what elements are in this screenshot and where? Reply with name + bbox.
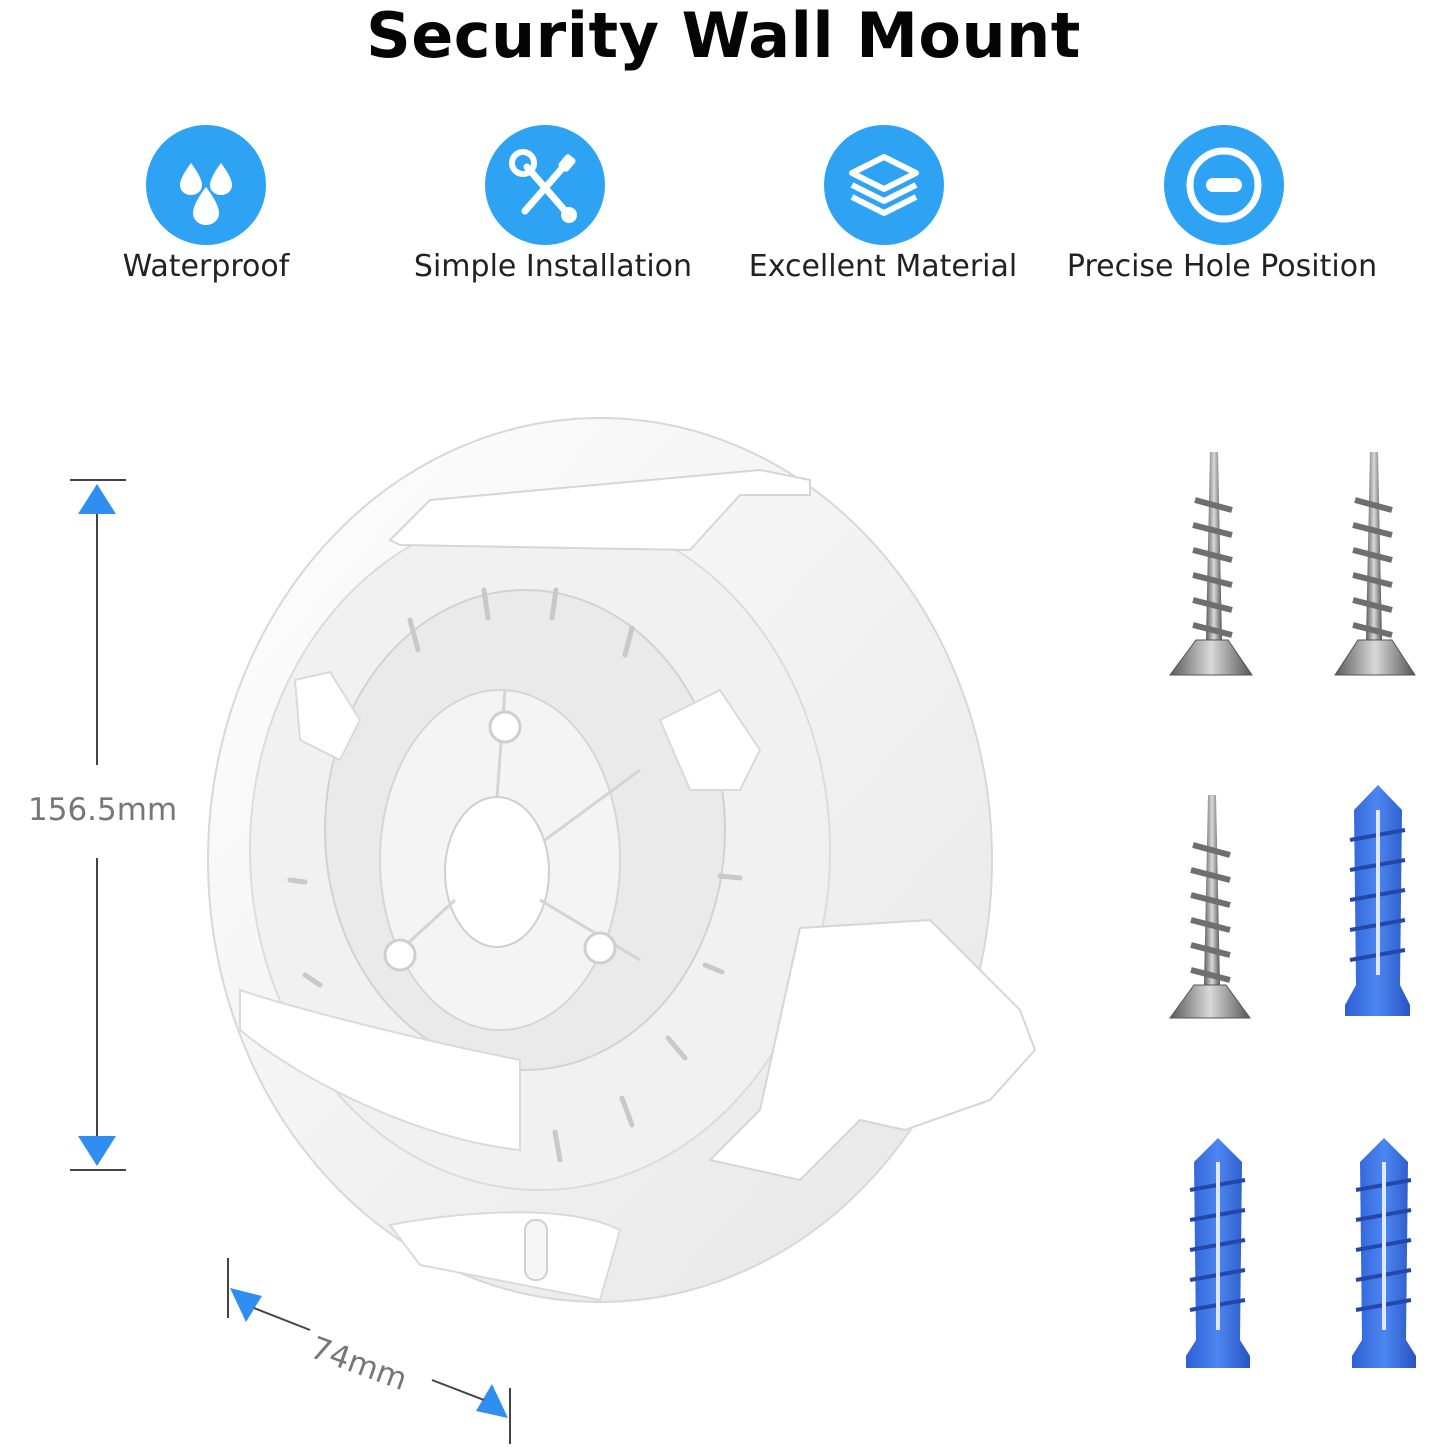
screw-1 — [1169, 452, 1253, 676]
screw-3 — [1169, 795, 1251, 1019]
feature-excellent-material: Excellent Material — [723, 125, 1043, 295]
height-label: 156.5mm — [28, 792, 178, 828]
screw-2 — [1334, 452, 1416, 676]
wall-anchor-1 — [1345, 785, 1410, 1016]
wall-anchor-3 — [1352, 1138, 1416, 1368]
feature-label: Excellent Material — [748, 249, 1018, 284]
water-drops-icon — [146, 125, 266, 245]
hole-position-icon — [1164, 125, 1284, 245]
page-title: Security Wall Mount — [366, 0, 1081, 72]
height-dimension — [70, 479, 126, 1171]
wrench-screwdriver-icon — [485, 125, 605, 245]
feature-simple-installation: Simple Installation — [393, 125, 713, 295]
feature-label: Precise Hole Position — [1066, 249, 1378, 284]
feature-waterproof: Waterproof — [46, 125, 366, 295]
layers-icon — [824, 125, 944, 245]
wall-anchor-2 — [1186, 1138, 1250, 1368]
feature-label: Simple Installation — [413, 249, 693, 284]
wall-mount — [207, 417, 1037, 1303]
feature-label: Waterproof — [122, 249, 290, 284]
depth-dimension — [227, 1258, 511, 1444]
feature-precise-hole-position: Precise Hole Position — [1062, 125, 1382, 295]
